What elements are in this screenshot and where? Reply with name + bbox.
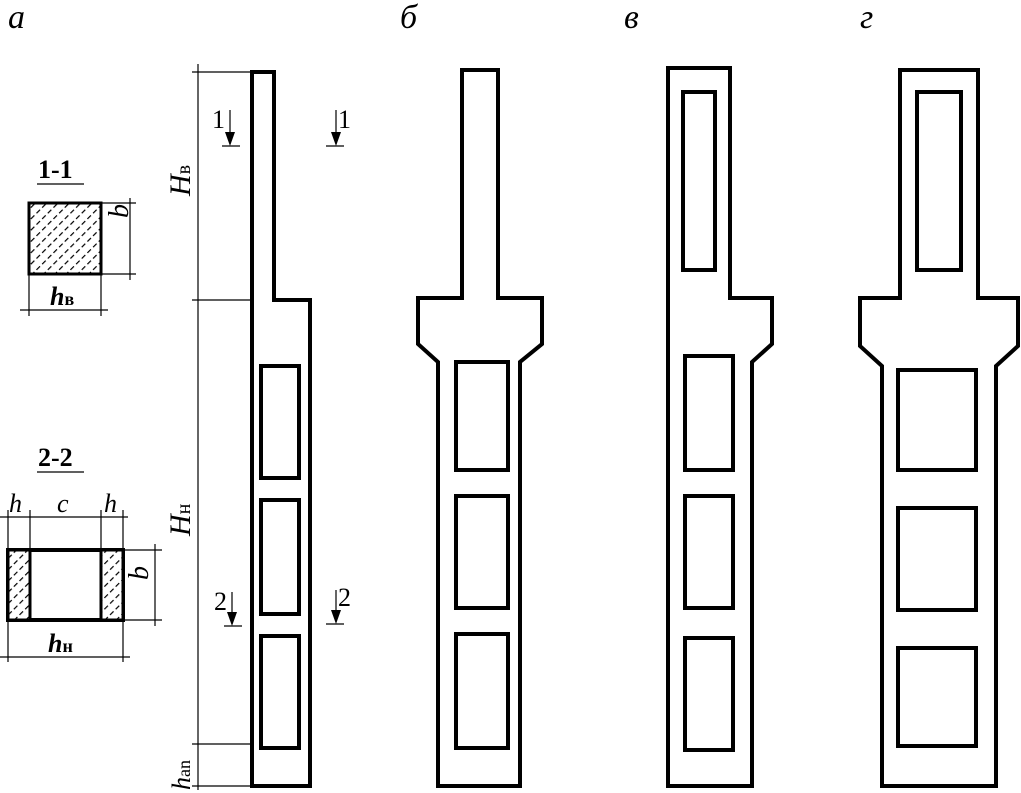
section-2-h-left: h [9, 489, 22, 518]
section-1-solid [27, 201, 103, 276]
cut-1-left-label: 1 [212, 105, 225, 134]
panel-label-g: г [860, 0, 873, 36]
column-v-opening-2 [683, 494, 735, 610]
panel-label-b: б [400, 0, 419, 36]
anchorage-label: han [167, 760, 196, 790]
column-a-opening-1 [259, 364, 301, 480]
panel-label-v: в [624, 0, 639, 36]
section-1-title: 1-1 [38, 155, 73, 184]
column-v-upper-opening [681, 90, 717, 272]
column-b-outline [416, 68, 544, 788]
section-1-1: 1-1 b hв [20, 155, 136, 316]
column-g-opening-2 [896, 506, 978, 612]
cut-1-right-label: 1 [338, 105, 351, 134]
column-b-opening-1 [454, 360, 510, 472]
section-2-branch-right [99, 548, 125, 622]
column-v-opening-1 [683, 354, 735, 472]
column-g [858, 68, 1020, 788]
column-g-outline [858, 68, 1020, 788]
column-v-opening-3 [683, 636, 735, 752]
section-2-branch-left [6, 548, 32, 622]
section-2-2: 2-2 h c h b hн [0, 443, 162, 662]
column-a-outline [250, 70, 312, 788]
column-b [416, 68, 544, 788]
section-2-b-label: b [124, 566, 155, 580]
upper-height-label: Hв [164, 165, 197, 197]
cut-2-left-label: 2 [214, 587, 227, 616]
column-a: Hв Hн han 1 1 2 2 [164, 64, 351, 790]
column-g-opening-1 [896, 368, 978, 472]
section-2-title: 2-2 [38, 443, 73, 472]
cut-2-right-label: 2 [338, 583, 351, 612]
column-v-outline [666, 66, 774, 788]
column-g-upper-opening [915, 90, 963, 272]
column-a-opening-3 [259, 634, 301, 750]
column-g-opening-3 [896, 646, 978, 748]
column-a-opening-2 [259, 498, 301, 616]
section-2-c-label: c [57, 489, 69, 518]
column-b-opening-2 [454, 494, 510, 610]
lower-height-label: Hн [164, 503, 197, 537]
section-1-h-label: hв [50, 282, 74, 311]
section-2-h-right: h [104, 489, 117, 518]
section-1-b-label: b [104, 204, 135, 218]
section-2-h-label: hн [48, 629, 73, 658]
panel-label-a: а [8, 0, 25, 36]
column-b-opening-3 [454, 632, 510, 750]
column-v [666, 66, 774, 788]
